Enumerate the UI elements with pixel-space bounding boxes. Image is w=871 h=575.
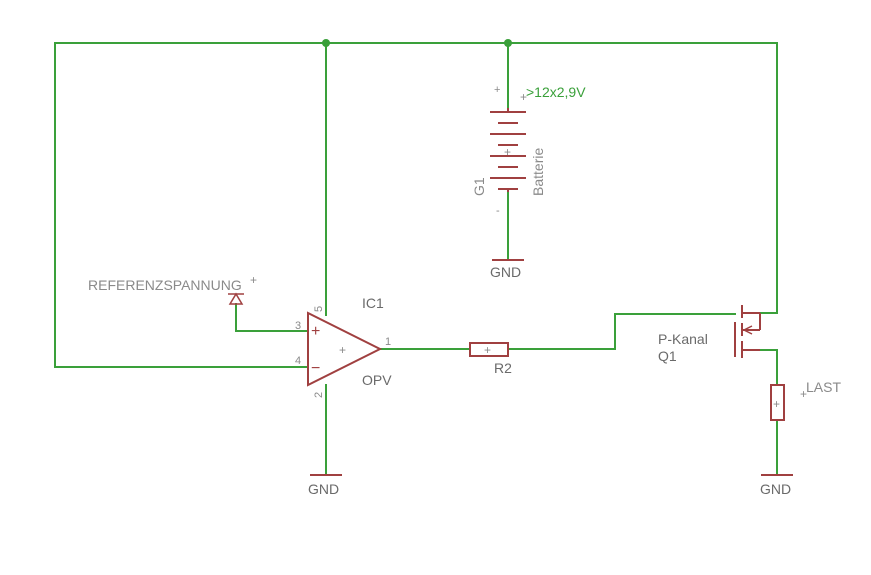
wire-left-loop	[54, 42, 309, 368]
opamp-name-label: IC1	[362, 295, 384, 311]
battery-minus-sign: -	[496, 205, 500, 217]
svg-text:+: +	[484, 343, 491, 357]
load-resistor	[770, 384, 785, 421]
mosfet-value-label: P-Kanal	[658, 331, 708, 347]
wire-gate	[507, 313, 736, 350]
opamp-minus-sign: −	[311, 360, 320, 377]
battery-g1: +	[490, 108, 526, 192]
opamp-pin-2: 2	[313, 392, 325, 398]
junction-opamp	[322, 39, 330, 47]
opamp-pin-1: 1	[385, 336, 391, 348]
wire-right-rail	[759, 42, 778, 314]
gnd-load-label: GND	[760, 481, 791, 497]
junction-battery	[504, 39, 512, 47]
svg-text:+: +	[773, 397, 780, 411]
gnd-opamp-label: GND	[308, 481, 339, 497]
gnd-battery-label: GND	[490, 264, 521, 280]
opamp-pin-4: 4	[295, 355, 301, 367]
reference-voltage-symbol	[228, 292, 244, 305]
svg-text:+: +	[800, 387, 807, 401]
mosfet-name-label: Q1	[658, 348, 677, 364]
opamp-pin-5: 5	[313, 306, 325, 312]
battery-value-label: Batterie	[530, 148, 546, 196]
wire-reference	[235, 303, 309, 332]
resistor-label: R2	[494, 360, 512, 376]
wire-drain	[759, 349, 778, 386]
opamp-plus-sign: +	[311, 323, 320, 340]
load-label: LAST	[806, 379, 841, 395]
opamp-value-label: OPV	[362, 372, 392, 388]
svg-text:+: +	[504, 145, 511, 159]
opamp-pin-3: 3	[295, 320, 301, 332]
battery-plus-sign: +	[494, 84, 500, 96]
wires	[54, 39, 778, 476]
svg-text:+: +	[339, 343, 346, 357]
resistor-r2	[469, 342, 509, 357]
opamp-ic1	[307, 311, 383, 387]
svg-text:+: +	[250, 273, 257, 287]
battery-name-label: G1	[471, 177, 487, 196]
mosfet-q1	[734, 305, 761, 358]
reference-voltage-label: REFERENZSPANNUNG	[88, 277, 242, 293]
battery-voltage-label: >12x2,9V	[526, 84, 586, 100]
svg-text:+: +	[520, 90, 527, 104]
